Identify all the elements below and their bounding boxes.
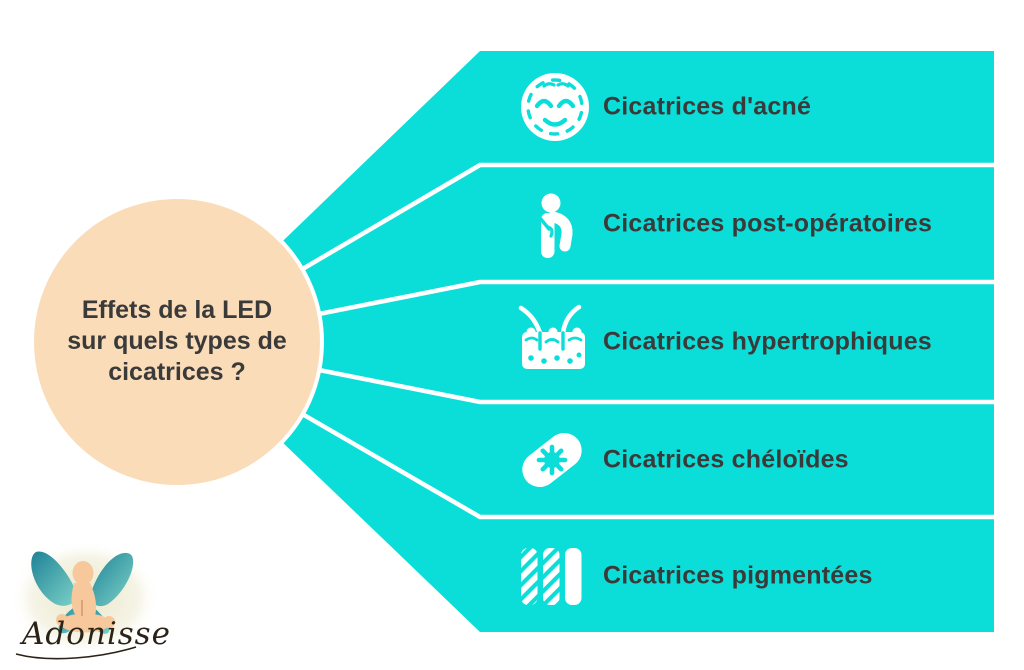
face-icon xyxy=(521,73,589,141)
row-label-cheloides: Cicatrices chéloïdes xyxy=(603,445,849,474)
logo-swash xyxy=(15,646,137,660)
person-icon xyxy=(538,193,573,258)
row-label-post-operatoires: Cicatrices post-opératoires xyxy=(603,209,933,238)
bandage-icon xyxy=(522,432,582,488)
fairy-body xyxy=(56,561,115,633)
question-bubble-text: Effets de la LED sur quels types de cica… xyxy=(67,296,287,386)
wing-upper-right xyxy=(90,552,134,607)
fan-shape xyxy=(178,51,994,632)
skin-icon xyxy=(518,304,585,369)
striped-bars-icon xyxy=(521,548,582,605)
wing-upper-left xyxy=(31,551,78,606)
logo-wordmark: Adonisse xyxy=(22,616,171,652)
row-label-hypertrophiques: Cicatrices hypertrophiques xyxy=(603,327,932,356)
row-label-acne: Cicatrices d'acné xyxy=(603,92,812,121)
fairy-logo xyxy=(10,540,160,660)
row-label-pigmentees: Cicatrices pigmentées xyxy=(603,561,873,590)
question-bubble xyxy=(30,195,324,489)
